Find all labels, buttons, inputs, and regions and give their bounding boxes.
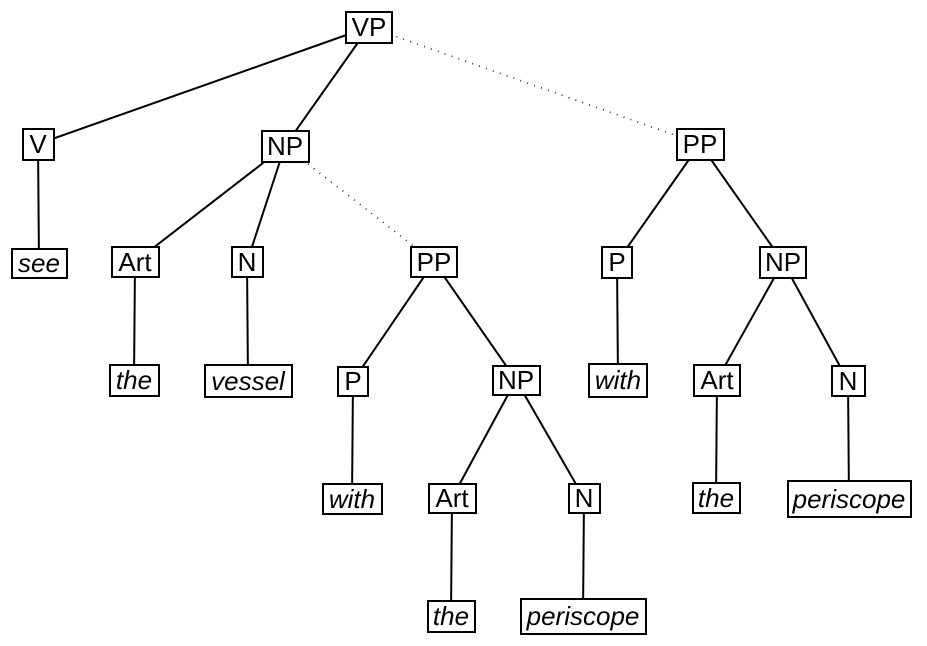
tree-node-the1: the: [108, 363, 160, 397]
tree-edge-art3-the3: [715, 379, 718, 499]
tree-node-n2: N: [567, 482, 601, 514]
tree-node-with2: with: [588, 362, 648, 398]
tree-node-the2: the: [426, 599, 476, 633]
tree-edge-n3-periscope3: [847, 380, 850, 500]
tree-node-see: see: [10, 247, 68, 279]
tree-edge-vp-np1: [284, 26, 370, 147]
tree-edge-p2-with2: [616, 261, 619, 381]
tree-edge-np1-art1: [134, 145, 286, 263]
tree-edge-np2-n2: [515, 379, 585, 499]
tree-edge-pp1-np2: [433, 261, 517, 381]
tree-node-art1: Art: [110, 246, 160, 278]
tree-edge-np1-n1: [246, 145, 286, 263]
tree-node-np1: NP: [260, 129, 310, 163]
tree-edge-vp-pp2-dotted: [368, 26, 701, 145]
tree-node-np2: NP: [491, 364, 541, 396]
tree-node-pp1: PP: [410, 246, 458, 278]
tree-node-with1: with: [321, 483, 383, 515]
tree-edge-v-see: [37, 143, 40, 264]
tree-node-art3: Art: [693, 363, 741, 397]
tree-node-n3: N: [830, 365, 866, 397]
tree-edge-np3-art3: [716, 261, 784, 381]
tree-edge-vp-v: [37, 26, 370, 145]
tree-edge-np2-art2: [451, 379, 517, 499]
tree-edge-n2-periscope2: [582, 497, 585, 617]
tree-edge-p1-with1: [351, 380, 354, 500]
tree-node-p1: P: [337, 365, 369, 397]
tree-edge-np3-n3: [782, 261, 849, 382]
tree-node-vessel: vessel: [203, 364, 293, 398]
tree-edge-pp2-np3: [699, 143, 784, 263]
tree-node-pp2: PP: [675, 127, 725, 161]
tree-edge-art2-the2: [450, 497, 453, 617]
tree-node-art2: Art: [427, 482, 477, 514]
tree-node-the3: the: [691, 482, 741, 514]
tree-node-periscope2: periscope: [519, 597, 647, 635]
tree-node-vp: VP: [345, 10, 393, 44]
tree-edge-pp1-p1: [352, 261, 435, 382]
tree-node-v: V: [21, 127, 55, 161]
tree-edge-art1-the1: [133, 261, 136, 381]
tree-node-np3: NP: [759, 245, 807, 279]
tree-node-p2: P: [601, 245, 633, 279]
tree-edge-np1-pp1-dotted: [284, 145, 435, 263]
tree-edge-n1-vessel: [246, 261, 249, 382]
tree-edge-pp2-p2: [616, 143, 701, 263]
tree-node-periscope3: periscope: [786, 480, 912, 518]
tree-node-n1: N: [230, 246, 264, 278]
